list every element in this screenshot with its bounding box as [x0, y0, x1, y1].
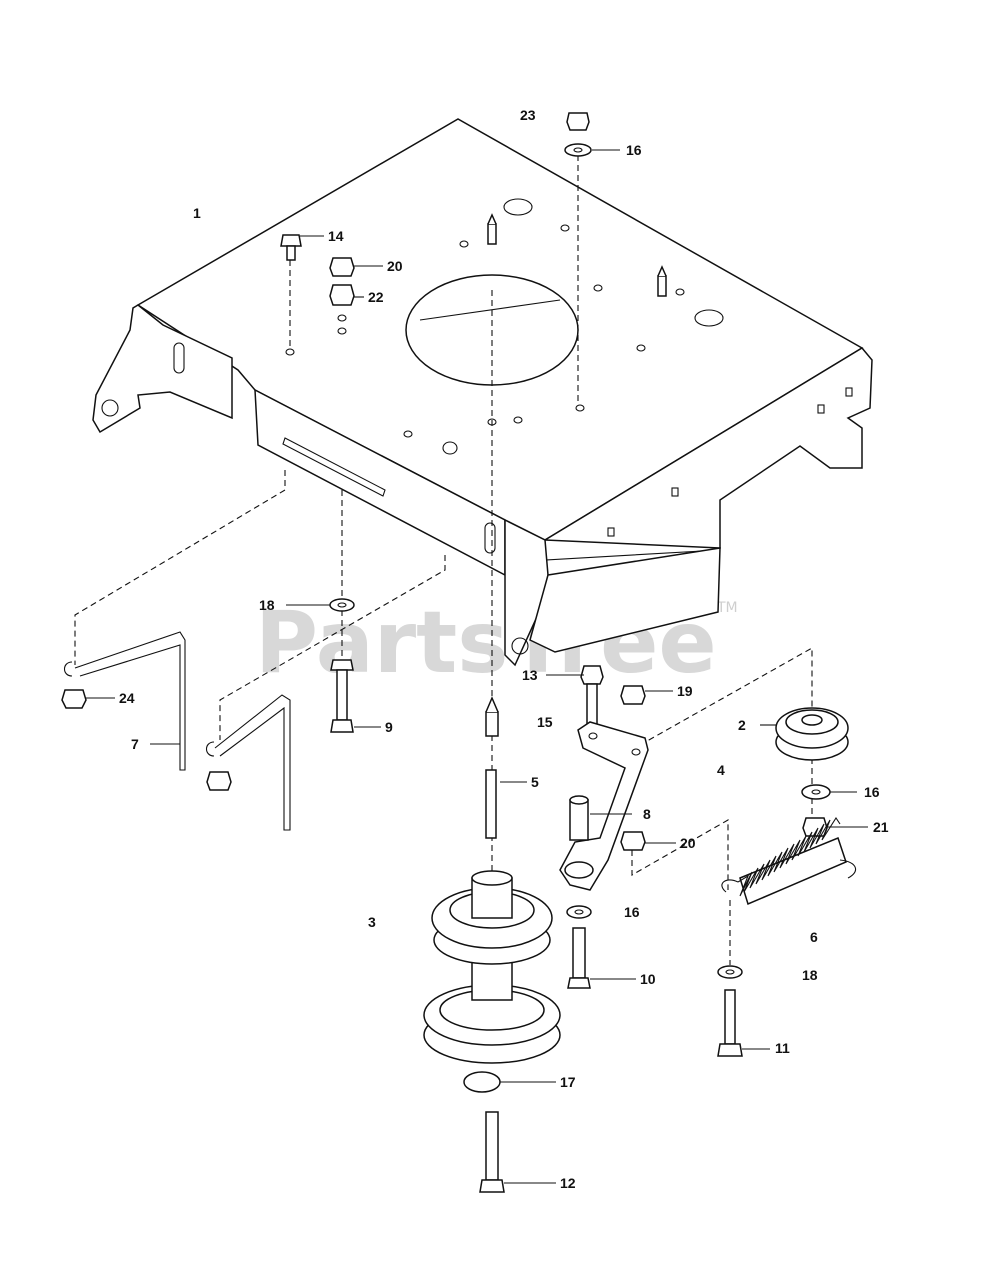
callout-13: 13 — [522, 667, 538, 683]
callout-16-right: 16 — [864, 784, 880, 800]
callout-3: 3 — [368, 914, 376, 930]
callout-11: 11 — [775, 1040, 790, 1056]
callout-2: 2 — [738, 717, 746, 733]
callout-20-mid: 20 — [680, 835, 696, 851]
callout-20-top: 20 — [387, 258, 403, 274]
callout-leaders — [86, 149, 868, 1184]
callout-16-top: 16 — [626, 142, 642, 158]
callout-18-right: 18 — [802, 967, 818, 983]
callout-21: 21 — [873, 819, 889, 835]
callout-4: 4 — [717, 762, 725, 778]
callout-19: 19 — [677, 683, 693, 699]
callout-8: 8 — [643, 806, 651, 822]
callout-5: 5 — [531, 774, 539, 790]
callout-23: 23 — [520, 107, 536, 123]
callout-6: 6 — [810, 929, 818, 945]
callout-1: 1 — [193, 205, 201, 221]
frame-plate — [92, 118, 873, 667]
callout-22: 22 — [368, 289, 384, 305]
pulley-assembly — [423, 870, 561, 1064]
hardware — [61, 112, 857, 1193]
callout-15: 15 — [537, 714, 553, 730]
idler-pulley — [775, 707, 849, 761]
callout-9: 9 — [385, 719, 393, 735]
callout-labels: 1 2 3 4 5 6 7 8 9 10 11 12 13 14 15 16 1… — [119, 107, 889, 1191]
callout-24: 24 — [119, 690, 135, 706]
tension-spring — [721, 816, 857, 906]
callout-10: 10 — [640, 971, 656, 987]
callout-12: 12 — [560, 1175, 576, 1191]
callout-16-mid: 16 — [624, 904, 640, 920]
callout-7: 7 — [131, 736, 139, 752]
watermark-trademark: TM — [716, 600, 738, 616]
callout-17: 17 — [560, 1074, 576, 1090]
callout-18-left: 18 — [259, 597, 275, 613]
callout-14: 14 — [328, 228, 344, 244]
